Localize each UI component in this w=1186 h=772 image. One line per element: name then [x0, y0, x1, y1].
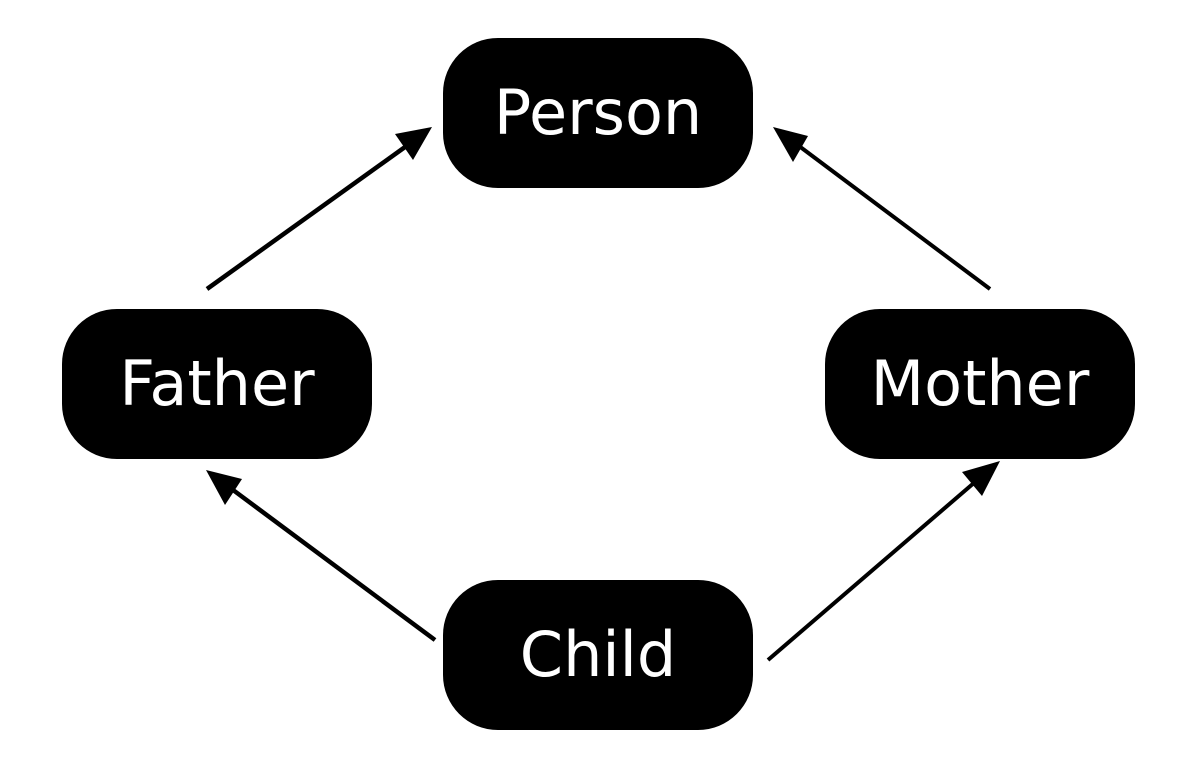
node-child-label: Child [519, 618, 677, 691]
arrowhead-icon [206, 470, 242, 505]
edge-mother-to-person [773, 127, 992, 291]
node-person-label: Person [493, 76, 703, 149]
edge-line [766, 474, 984, 662]
arrowhead-icon [962, 461, 1000, 496]
arrowhead-icon [395, 127, 432, 160]
node-mother: Mother [825, 309, 1135, 459]
node-father-label: Father [119, 347, 315, 420]
node-father: Father [62, 309, 372, 459]
edge-line [789, 138, 992, 291]
edge-child-to-mother [766, 461, 1000, 662]
edge-child-to-father [206, 470, 437, 642]
edge-line [223, 482, 437, 642]
node-person: Person [443, 38, 753, 188]
edge-line [205, 140, 414, 291]
arrowhead-icon [773, 127, 808, 162]
edge-father-to-person [205, 127, 432, 291]
node-child: Child [443, 580, 753, 730]
node-mother-label: Mother [870, 347, 1090, 420]
